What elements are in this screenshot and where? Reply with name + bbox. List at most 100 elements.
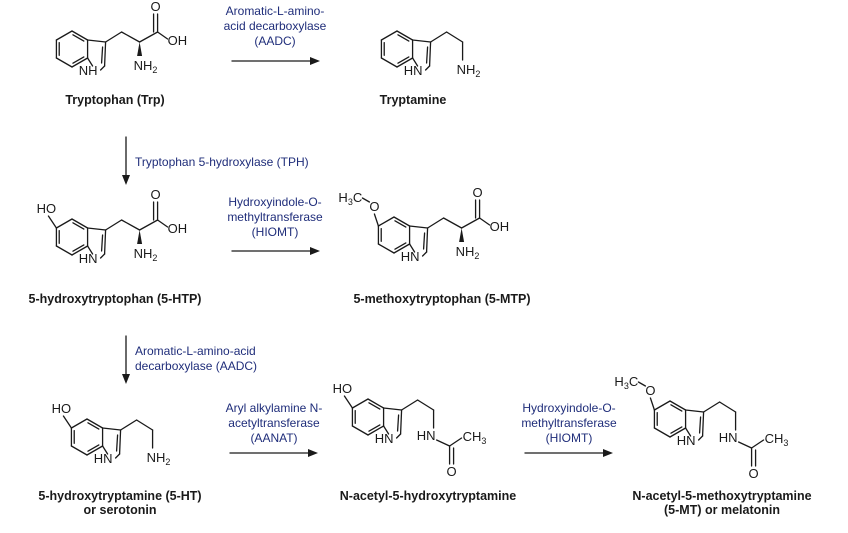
ring-bond	[55, 218, 73, 229]
amine-label: NH2	[134, 246, 158, 263]
methyl-label: CH3	[463, 429, 487, 446]
ring-double-bond	[670, 426, 683, 434]
ring-bond	[411, 39, 432, 43]
ring-bond	[86, 445, 104, 456]
enzyme-label: acetyltransferase	[228, 416, 320, 430]
pyrrole-ring: HN	[79, 227, 107, 266]
ring-double-bond	[368, 424, 381, 432]
ring-double-bond	[422, 232, 426, 250]
ring-bond	[653, 427, 671, 438]
chain-bond	[104, 219, 123, 231]
ring-bond	[380, 30, 398, 41]
benzene-ring	[377, 216, 411, 254]
ring-bond	[408, 243, 416, 253]
reaction-trp-to-tryptamine: Aromatic-L-amino-acid decarboxylase(AADC…	[224, 4, 327, 65]
reaction-5htp-to-5mtp: Hydroxyindole-O-methyltransferase(HIOMT)	[227, 195, 323, 255]
carbonyl-o-label: O	[151, 187, 161, 202]
ring-bond	[421, 251, 428, 257]
arrow-head-icon	[310, 57, 320, 65]
ring-bond	[399, 409, 403, 435]
ring-double-bond	[100, 46, 104, 64]
enzyme-label: decarboxylase (AADC)	[135, 359, 257, 373]
benzene-ring	[55, 218, 89, 256]
ring-bond	[86, 57, 94, 67]
ring-bond	[71, 57, 89, 68]
substituent-bond	[47, 215, 58, 229]
ring-bond	[114, 453, 121, 459]
ring-bond	[393, 216, 411, 227]
hydroxyl-label: OH	[490, 219, 510, 234]
hydroxy-label: HO	[52, 401, 72, 416]
ring-bond	[393, 243, 411, 254]
enzyme-label: (HIOMT)	[252, 225, 299, 239]
ring-double-bond	[87, 422, 100, 430]
chain-bond	[702, 401, 721, 413]
side-chain: NH2	[429, 31, 480, 79]
pyrrole-ring: NH	[79, 39, 107, 78]
wedge-bond	[137, 42, 143, 56]
ring-bond	[55, 30, 73, 41]
hydroxy-label: HO	[333, 381, 353, 396]
carbonyl-o-label: O	[473, 185, 483, 200]
hydroxy-label: HO	[37, 201, 57, 216]
nh-label: NH	[79, 63, 98, 78]
ring-bond	[669, 427, 687, 438]
chain-bond	[138, 219, 159, 231]
wedge-bond	[459, 228, 465, 242]
amide-nh-label: HN	[417, 428, 436, 443]
ring-bond	[669, 400, 687, 411]
ring-double-bond	[698, 416, 702, 434]
ring-bond	[396, 57, 414, 68]
ring-bond	[70, 445, 88, 456]
ring-bond	[382, 407, 403, 411]
enzyme-label: Hydroxyindole-O-	[522, 401, 615, 415]
chain-bond	[156, 219, 169, 228]
ring-bond	[395, 433, 402, 439]
ring-bond	[101, 445, 109, 455]
ring-bond	[118, 429, 122, 455]
chain-bond	[138, 31, 159, 43]
enzyme-label: Aryl alkylamine N-	[226, 401, 323, 415]
chain-bond	[120, 31, 141, 43]
enzyme-label: acid decarboxylase	[224, 19, 327, 33]
ring-bond	[99, 253, 106, 259]
methoxy-o-label: O	[645, 383, 655, 398]
chain-bond	[750, 439, 765, 449]
ring-double-bond	[115, 434, 119, 452]
ring-bond	[684, 427, 692, 437]
ring-bond	[55, 57, 73, 68]
enzyme-label: (AANAT)	[250, 431, 297, 445]
methyl-label: CH3	[765, 431, 789, 448]
side-chain: O OH NH2	[104, 187, 188, 263]
hydroxyl-label: OH	[168, 221, 188, 236]
ring-bond	[380, 57, 398, 68]
enzyme-label: Tryptophan 5-hydroxylase (TPH)	[135, 155, 309, 169]
ring-double-bond	[87, 444, 100, 452]
reaction-5ht-to-nas: Aryl alkylamine N-acetyltransferase(AANA…	[226, 401, 323, 457]
pyrrole-ring: HN	[404, 39, 432, 78]
pyrrole-ring: HN	[401, 225, 429, 264]
pyrrole-ring: HN	[94, 427, 122, 466]
methyl-label: H3C	[338, 190, 362, 207]
substituent-bond	[373, 213, 380, 227]
nh-label: HN	[401, 249, 420, 264]
arrow-head-icon	[308, 449, 318, 457]
ring-bond	[396, 30, 414, 41]
ring-bond	[351, 398, 369, 409]
ring-double-bond	[72, 34, 85, 42]
substituent-bond	[343, 395, 354, 409]
ring-bond	[101, 427, 122, 431]
substituent-bond	[361, 197, 371, 203]
compound-name: N-acetyl-5-methoxytryptamine	[632, 489, 811, 503]
carbonyl-o-label: O	[151, 0, 161, 14]
ring-bond	[86, 418, 104, 429]
chain-bond	[400, 399, 419, 411]
ring-bond	[428, 41, 432, 67]
